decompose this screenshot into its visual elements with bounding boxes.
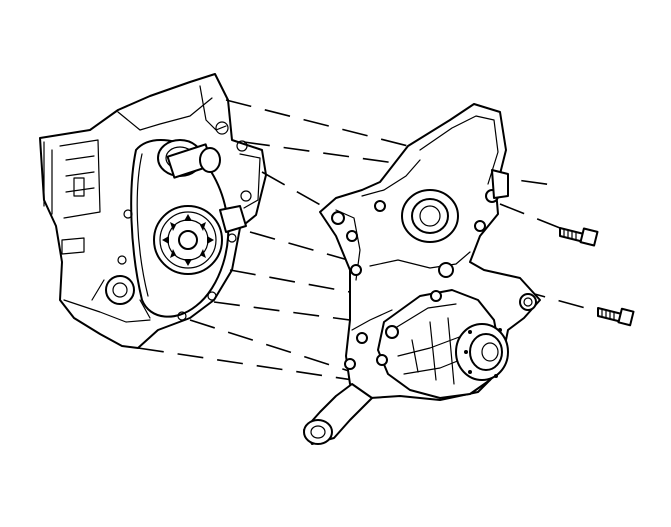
cover-bolt-boss bbox=[519, 293, 537, 311]
front-cover bbox=[303, 103, 541, 445]
bolt-lower bbox=[597, 307, 635, 327]
cover-fitting bbox=[491, 169, 509, 199]
crankshaft-sprocket bbox=[153, 205, 223, 275]
coolant-outlet-pipe bbox=[303, 383, 373, 445]
water-pump-hub bbox=[455, 323, 509, 381]
engine-block bbox=[39, 73, 267, 349]
chain-tensioner bbox=[219, 205, 247, 233]
oil-pump-housing bbox=[105, 275, 135, 305]
camshaft-seal-bore bbox=[401, 189, 459, 243]
bolt-upper bbox=[559, 227, 599, 247]
